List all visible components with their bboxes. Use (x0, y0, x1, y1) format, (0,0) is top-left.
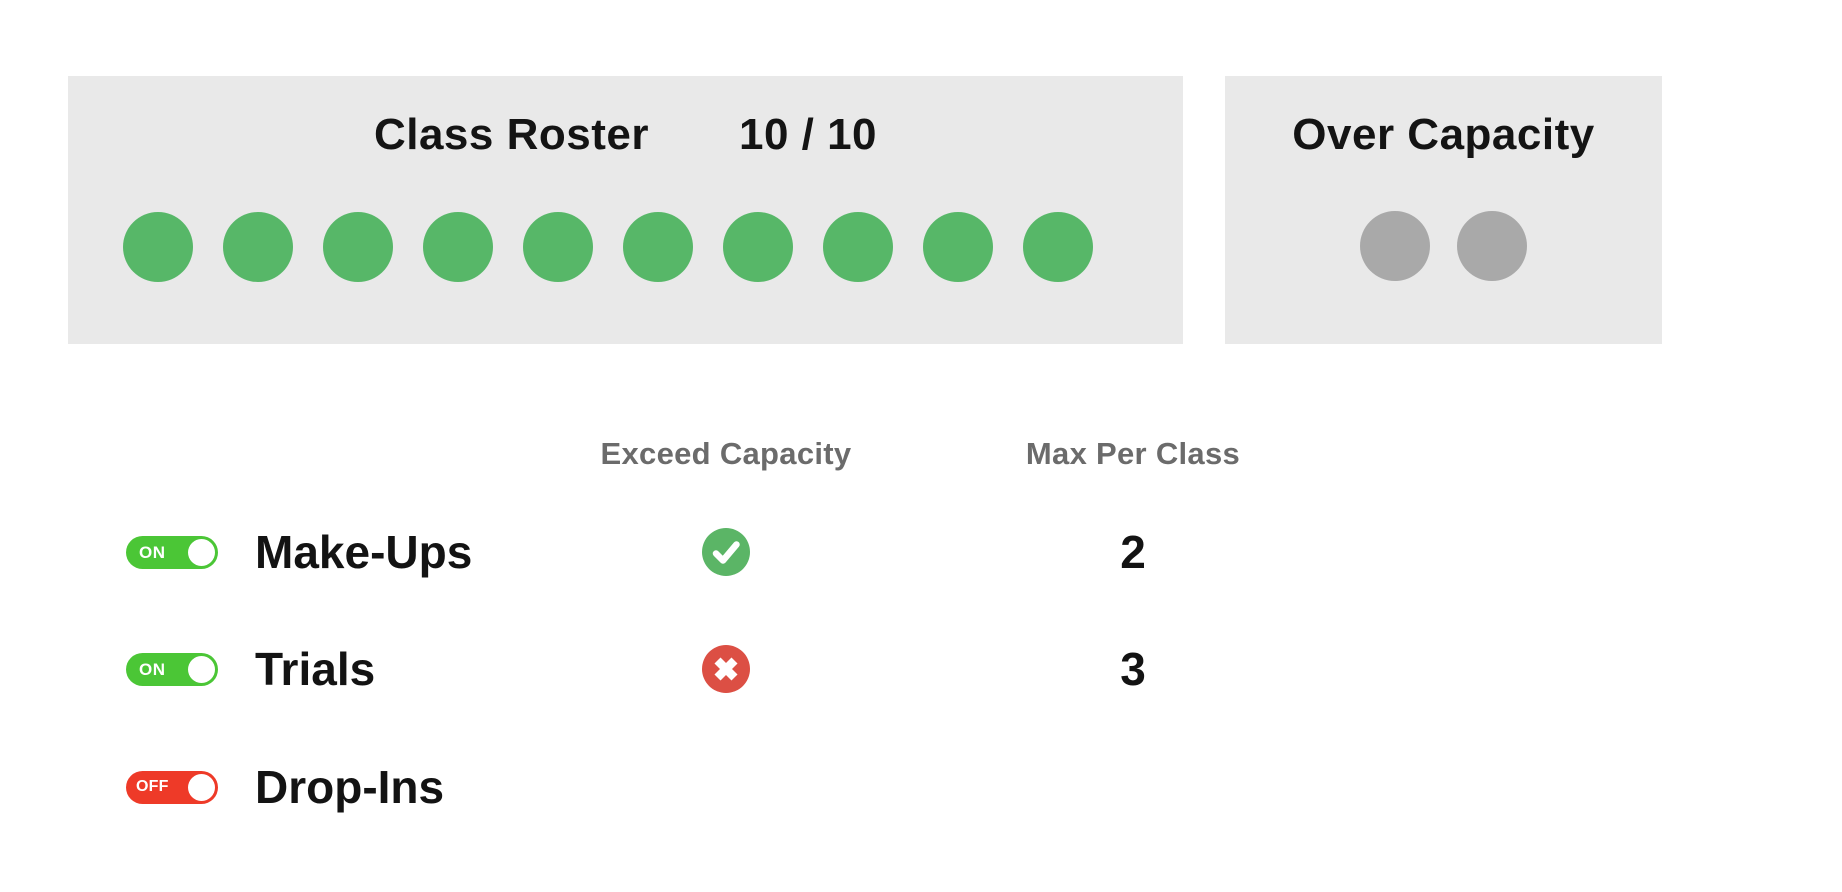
roster-dots (123, 212, 1183, 282)
roster-slot-dot (723, 212, 793, 282)
toggle-state-label: ON (139, 659, 166, 679)
toggle-state-label: ON (139, 542, 166, 562)
max-per-class-value-make-ups: 2 (1120, 526, 1146, 578)
over-capacity-title-row: Over Capacity (1225, 110, 1662, 160)
over-capacity-dots (1225, 211, 1662, 281)
exceed-denied-icon[interactable] (702, 645, 750, 693)
row-label-make-ups: Make-Ups (255, 526, 473, 578)
over-capacity-title: Over Capacity (1292, 110, 1595, 159)
roster-slot-dot (823, 212, 893, 282)
settings-header-row: Exceed Capacity Max Per Class (126, 430, 1370, 478)
class-roster-count: 10 / 10 (738, 110, 878, 159)
exceed-capacity-header: Exceed Capacity (600, 436, 852, 471)
roster-slot-dot (323, 212, 393, 282)
roster-slot-dot (423, 212, 493, 282)
toggle-trials[interactable]: ON (126, 652, 218, 686)
over-capacity-panel: Over Capacity (1225, 76, 1662, 344)
toggle-knob[interactable] (188, 655, 215, 683)
row-label-trials: Trials (255, 643, 376, 695)
toggle-knob[interactable] (188, 538, 215, 566)
max-per-class-header: Max Per Class (1025, 436, 1241, 471)
class-roster-title-row: Class Roster 10 / 10 (68, 110, 1183, 160)
settings-row-trials: ON Trials 3 (126, 641, 1370, 697)
settings-row-drop-ins: OFF Drop-Ins (126, 759, 1370, 815)
toggle-drop-ins[interactable]: OFF (126, 770, 218, 804)
settings-table: Exceed Capacity Max Per Class ON Make-Ups… (126, 430, 1370, 850)
toggle-knob[interactable] (188, 773, 215, 801)
toggle-state-label: OFF (136, 778, 169, 795)
roster-slot-dot (523, 212, 593, 282)
over-capacity-slot-dot (1360, 211, 1430, 281)
over-capacity-slot-dot (1457, 211, 1527, 281)
roster-slot-dot (123, 212, 193, 282)
class-roster-title: Class Roster (373, 110, 649, 159)
roster-slot-dot (923, 212, 993, 282)
max-per-class-value-trials: 3 (1120, 643, 1146, 695)
roster-slot-dot (623, 212, 693, 282)
settings-row-make-ups: ON Make-Ups 2 (126, 524, 1370, 580)
roster-slot-dot (1023, 212, 1093, 282)
roster-slot-dot (223, 212, 293, 282)
exceed-allowed-icon[interactable] (702, 528, 750, 576)
row-label-drop-ins: Drop-Ins (255, 761, 445, 813)
class-roster-panel: Class Roster 10 / 10 (68, 76, 1183, 344)
toggle-make-ups[interactable]: ON (126, 535, 218, 569)
